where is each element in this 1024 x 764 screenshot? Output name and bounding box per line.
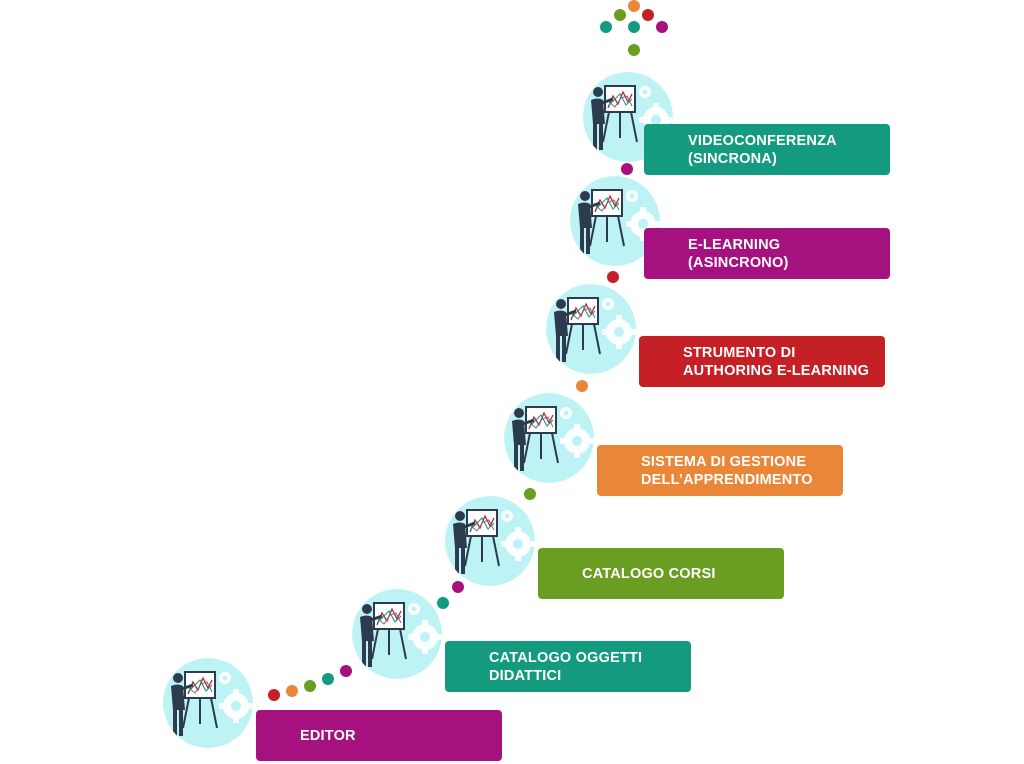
step-videoconferenza-label: VIDEOCONFERENZA (SINCRONA) [644, 124, 890, 175]
connector-dot [621, 163, 633, 175]
cluster-dot-teal [628, 21, 640, 33]
step-elearning-text: E-LEARNING (ASINCRONO) [688, 236, 789, 271]
connector-dot [304, 680, 316, 692]
cluster-dot-green [628, 44, 640, 56]
step-authoring-label: STRUMENTO DI AUTHORING E-LEARNING [639, 336, 885, 387]
step-catalogo-oggetti-label: CATALOGO OGGETTI DIDATTICI [445, 641, 691, 692]
connector-dot [452, 581, 464, 593]
step-editor-text: EDITOR [300, 727, 356, 744]
connector-dot [437, 597, 449, 609]
presentation-easel-icon [163, 658, 253, 748]
cluster-dot-teal [600, 21, 612, 33]
connector-dot [322, 673, 334, 685]
connector-dot [576, 380, 588, 392]
connector-dot [268, 689, 280, 701]
connector-dot [286, 685, 298, 697]
step-catalogo-corsi-label: CATALOGO CORSI [538, 548, 784, 599]
presentation-easel-icon [504, 393, 594, 483]
step-gestione-apprendimento-label: SISTEMA DI GESTIONE DELL’APPRENDIMENTO [597, 445, 843, 496]
presentation-easel-icon [546, 284, 636, 374]
connector-dot [524, 488, 536, 500]
step-catalogo-corsi-icon-circle [445, 496, 535, 586]
step-catalogo-corsi-text: CATALOGO CORSI [582, 565, 716, 582]
step-editor-label: EDITOR [256, 710, 502, 761]
step-gestione-apprendimento-icon-circle [504, 393, 594, 483]
cluster-dot-red [642, 9, 654, 21]
connector-dot [340, 665, 352, 677]
cluster-dot-green [614, 9, 626, 21]
cluster-dot-orange [628, 0, 640, 12]
presentation-easel-icon [570, 176, 660, 266]
presentation-easel-icon [352, 589, 442, 679]
step-authoring-icon-circle [546, 284, 636, 374]
connector-dot [607, 271, 619, 283]
step-videoconferenza-text: VIDEOCONFERENZA (SINCRONA) [688, 132, 837, 167]
step-editor-icon-circle [163, 658, 253, 748]
step-catalogo-oggetti-icon-circle [352, 589, 442, 679]
presentation-easel-icon [445, 496, 535, 586]
step-authoring-text: STRUMENTO DI AUTHORING E-LEARNING [683, 344, 870, 379]
step-elearning-icon-circle [570, 176, 660, 266]
step-gestione-apprendimento-text: SISTEMA DI GESTIONE DELL’APPRENDIMENTO [641, 453, 813, 488]
step-elearning-label: E-LEARNING (ASINCRONO) [644, 228, 890, 279]
cluster-dot-magenta [656, 21, 668, 33]
step-catalogo-oggetti-text: CATALOGO OGGETTI DIDATTICI [489, 649, 643, 684]
